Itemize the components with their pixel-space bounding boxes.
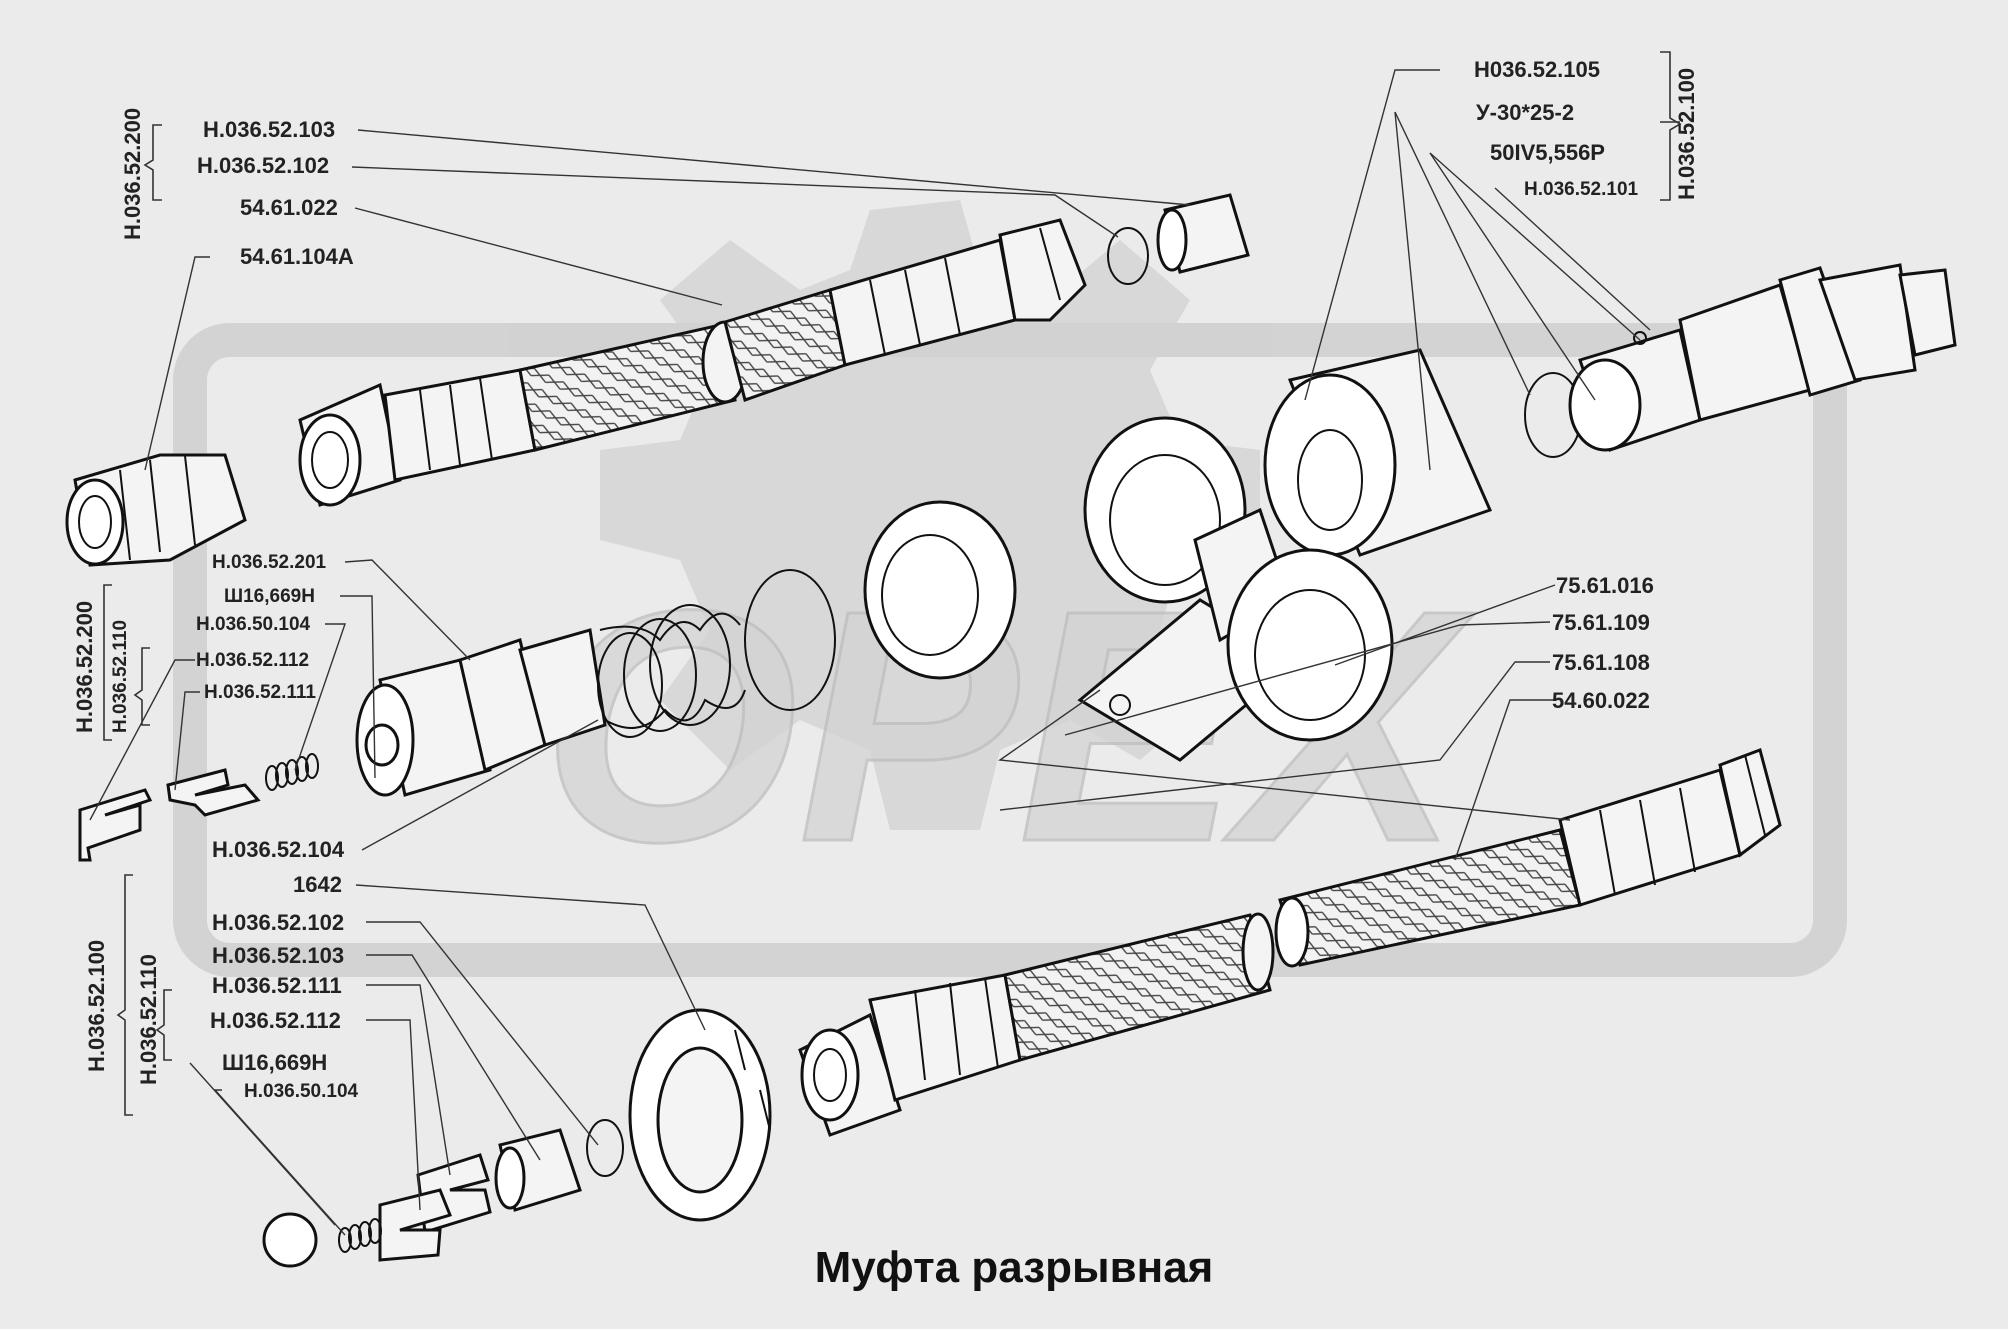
label-50iv5-556p: 50IV5,556Р <box>1490 140 1605 165</box>
outer-sleeve-105 <box>1263 348 1493 557</box>
bottom-hose-assembly <box>798 748 1782 1137</box>
group-labels: Н.036.52.200 Н.036.52.100 Н.036.52.200 Н… <box>72 68 1699 1085</box>
group-braces <box>103 51 1682 1116</box>
label-75-61-108: 75.61.108 <box>1552 650 1650 675</box>
label-u-30-25-2: У-30*25-2 <box>1476 100 1574 125</box>
clip-plates-bottom <box>378 1153 492 1262</box>
group-label-bot-110: Н.036.52.110 <box>136 954 161 1085</box>
label-75-61-109: 75.61.109 <box>1552 610 1650 635</box>
small-spring-top <box>265 753 319 791</box>
label-h-036-52-111-bot: Н.036.52.111 <box>212 973 342 998</box>
sleeve-bushing-top <box>1156 193 1250 274</box>
group-label-mid-200: Н.036.52.200 <box>72 601 97 733</box>
small-spring-bottom <box>338 1218 382 1253</box>
label-75-61-016: 75.61.016 <box>1556 573 1654 598</box>
clip-plate-111-top <box>166 768 261 817</box>
leader-lines <box>89 69 1651 1236</box>
label-h-036-52-103-bot: Н.036.52.103 <box>212 943 344 968</box>
clip-plate-112-top <box>78 788 153 862</box>
label-54-61-104a: 54.61.104А <box>240 244 354 269</box>
label-h-036-52-103-top: Н.036.52.103 <box>203 117 335 142</box>
part-labels: Н.036.52.103 Н.036.52.102 54.61.022 54.6… <box>196 57 1654 1102</box>
label-h-036-52-102-top: Н.036.52.102 <box>197 153 329 178</box>
label-h036-52-105: Н036.52.105 <box>1474 57 1600 82</box>
retaining-ring-top <box>1107 227 1149 285</box>
label-h-036-52-112-top: Н.036.52.112 <box>196 650 309 671</box>
label-h-036-52-111-top: Н.036.52.111 <box>204 682 316 703</box>
label-h-036-52-101: Н.036.52.101 <box>1524 179 1639 200</box>
label-sh16-669h-top: Ш16,669Н <box>224 586 315 607</box>
lock-washer-1642 <box>628 1008 772 1222</box>
bushing-middle <box>863 500 1017 680</box>
sleeve-bushing-bottom <box>494 1128 582 1212</box>
group-label-bot-100: Н.036.52.100 <box>84 940 109 1072</box>
coupling-body-right <box>1524 263 1957 458</box>
label-54-61-022: 54.61.022 <box>240 195 338 220</box>
group-label-top-right-100: Н.036.52.100 <box>1674 68 1699 200</box>
label-h-036-50-104-bot: Н.036.50.104 <box>244 1081 359 1102</box>
group-label-top-left-200: Н.036.52.200 <box>120 108 145 240</box>
label-54-60-022: 54.60.022 <box>1552 688 1650 713</box>
label-h-036-52-104: Н.036.52.104 <box>212 837 345 862</box>
group-label-mid-110: Н.036.52.110 <box>110 620 131 733</box>
label-h-036-52-102-bot: Н.036.52.102 <box>212 910 344 935</box>
snap-ring-middle <box>744 569 836 711</box>
retaining-ring-bottom <box>586 1119 624 1177</box>
ball-bottom <box>262 1212 318 1268</box>
label-h-036-50-104-top: Н.036.50.104 <box>196 614 311 635</box>
label-h-036-52-201: Н.036.52.201 <box>212 552 327 573</box>
diagram-title: Муфта разрывная <box>815 1243 1214 1292</box>
valve-with-spring <box>355 604 746 797</box>
label-h-036-52-112-bot: Н.036.52.112 <box>210 1008 341 1033</box>
label-1642: 1642 <box>293 872 342 897</box>
nipple-fitting <box>65 453 247 567</box>
label-sh16-669h-bot: Ш16,669Н <box>222 1050 327 1075</box>
top-hose-assembly <box>298 218 1087 507</box>
ring-75-61-108 <box>1226 548 1394 742</box>
